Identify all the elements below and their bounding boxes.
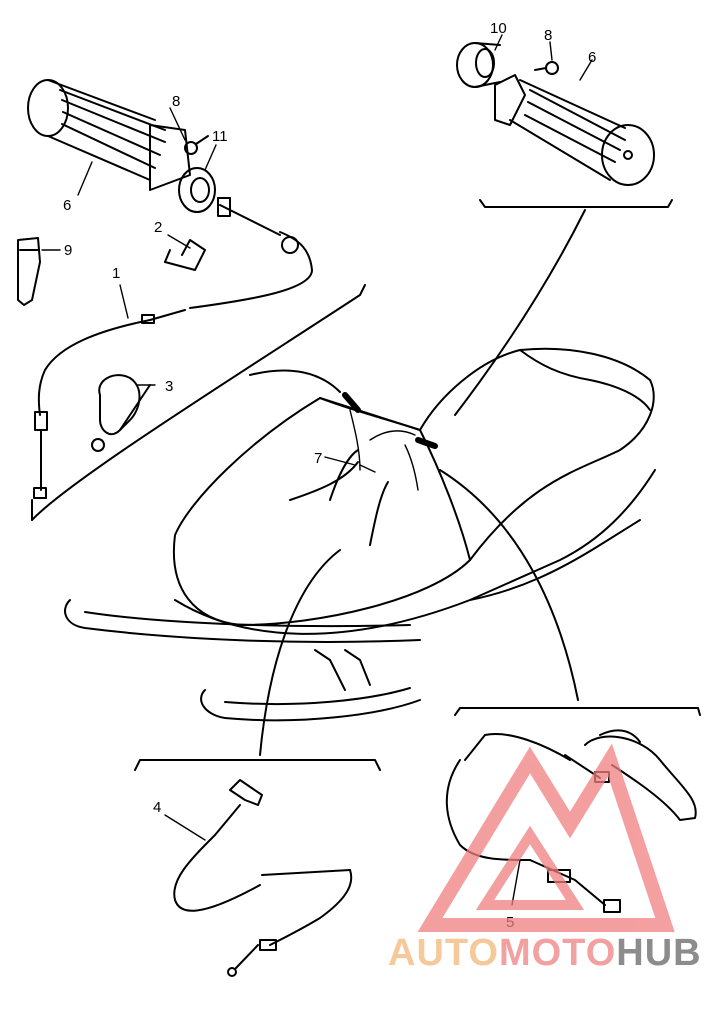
left-grip-inset (17, 79, 366, 521)
callout-6-left: 6 (63, 197, 71, 214)
watermark-hub: HUB (616, 932, 701, 974)
callout-11: 11 (212, 128, 228, 145)
right-grip-inset (456, 42, 673, 208)
callout-arrows (249, 209, 586, 756)
svg-text:AUTOMOTOHUB: AUTOMOTOHUB (388, 932, 702, 974)
callout-10: 10 (490, 20, 507, 37)
watermark-text: AUTOMOTOHUB (388, 932, 702, 974)
callout-6-right: 6 (588, 49, 596, 66)
callout-8-right: 8 (544, 27, 552, 44)
callout-2: 2 (154, 219, 162, 236)
snowmobile-body (64, 347, 656, 722)
callout-1: 1 (112, 265, 120, 282)
watermark-auto: AUTO (388, 932, 499, 974)
handlebar-wiring (349, 409, 419, 491)
cable-inset (134, 759, 381, 977)
watermark-logo (417, 743, 675, 932)
callout-8-left: 8 (172, 93, 180, 110)
callout-4: 4 (153, 799, 161, 816)
leader-lines (41, 34, 593, 906)
callout-7: 7 (314, 450, 322, 467)
watermark-moto: MOTO (499, 932, 616, 974)
callout-9: 9 (64, 242, 72, 259)
callout-3: 3 (165, 378, 173, 395)
